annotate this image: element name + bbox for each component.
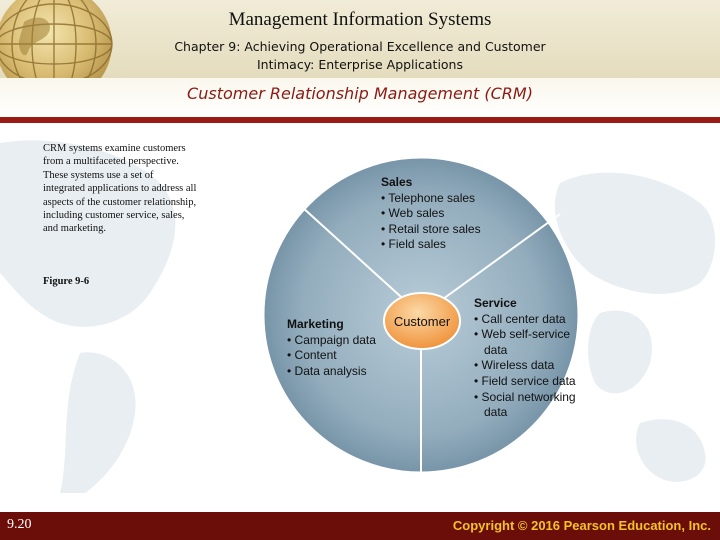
sales-item: Field sales: [381, 237, 481, 253]
page-number: 9.20: [7, 517, 32, 533]
marketing-segment: Marketing Campaign data Content Data ana…: [287, 317, 376, 379]
figure-label: Figure 9-6: [43, 276, 89, 287]
slide-header: Management Information Systems Chapter 9…: [0, 0, 720, 78]
course-title: Management Information Systems: [0, 9, 720, 31]
slide-body-text: CRM systems examine customers from a mul…: [43, 142, 198, 236]
sales-title: Sales: [381, 175, 481, 191]
service-item: Wireless data: [474, 358, 582, 374]
service-item: Web self-service data: [474, 327, 582, 358]
marketing-item: Campaign data: [287, 333, 376, 349]
service-segment: Service Call center data Web self-servic…: [474, 296, 582, 421]
marketing-title: Marketing: [287, 317, 376, 333]
slide-heading: Customer Relationship Management (CRM): [0, 84, 720, 103]
service-item: Call center data: [474, 312, 582, 328]
chapter-subtitle: Chapter 9: Achieving Operational Excelle…: [150, 38, 570, 74]
customer-label: Customer: [386, 314, 458, 329]
service-title: Service: [474, 296, 582, 312]
service-item: Field service data: [474, 374, 582, 390]
slide-footer: 9.20 Copyright © 2016 Pearson Education,…: [0, 512, 720, 540]
sales-item: Telephone sales: [381, 191, 481, 207]
service-item: Social networking data: [474, 390, 582, 421]
sales-item: Web sales: [381, 206, 481, 222]
sales-segment: Sales Telephone sales Web sales Retail s…: [381, 175, 481, 253]
copyright-notice: Copyright © 2016 Pearson Education, Inc.: [453, 518, 711, 533]
marketing-item: Data analysis: [287, 364, 376, 380]
marketing-item: Content: [287, 348, 376, 364]
sales-item: Retail store sales: [381, 222, 481, 238]
